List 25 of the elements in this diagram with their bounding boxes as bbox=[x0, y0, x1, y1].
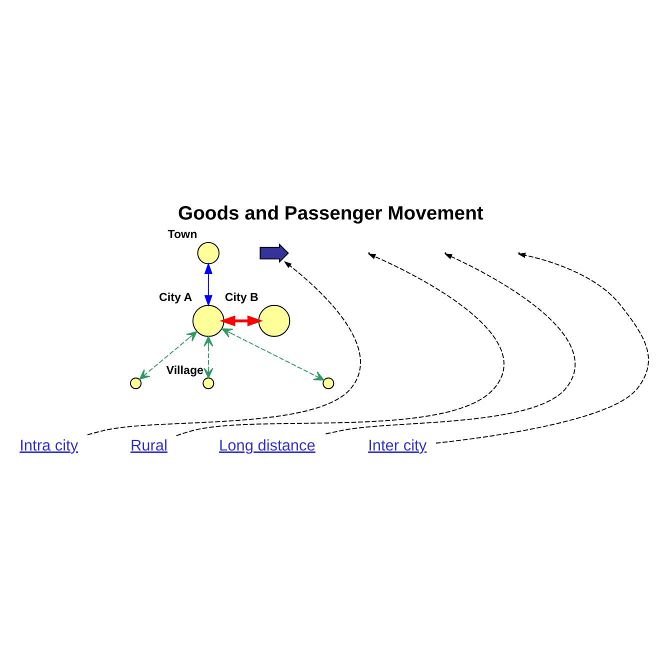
node-circle bbox=[192, 304, 224, 337]
node-text: Long distance bbox=[219, 437, 316, 454]
node-circle bbox=[322, 378, 334, 390]
diagram-title: Goods and Passenger Movement bbox=[178, 202, 484, 224]
arrow bbox=[87, 261, 361, 436]
arrow bbox=[220, 315, 263, 326]
node-label: Town bbox=[168, 228, 198, 242]
node-circle bbox=[130, 378, 142, 390]
arrow bbox=[325, 254, 576, 434]
node-text: Inter city bbox=[368, 437, 427, 454]
node-text: Rural bbox=[130, 437, 168, 454]
arrow bbox=[222, 328, 324, 381]
node-circle bbox=[258, 304, 290, 337]
arrow bbox=[204, 336, 214, 378]
node-circle bbox=[202, 378, 214, 390]
arrow bbox=[176, 254, 504, 436]
node-circle bbox=[197, 242, 220, 264]
node-text: Intra city bbox=[20, 437, 78, 454]
arrow bbox=[436, 252, 649, 444]
node-arrow bbox=[260, 243, 289, 264]
node-label: Village bbox=[166, 364, 204, 377]
arrow bbox=[139, 331, 198, 380]
node-label: City B bbox=[224, 291, 258, 304]
node-label: City A bbox=[159, 291, 192, 304]
arrow bbox=[204, 262, 212, 307]
